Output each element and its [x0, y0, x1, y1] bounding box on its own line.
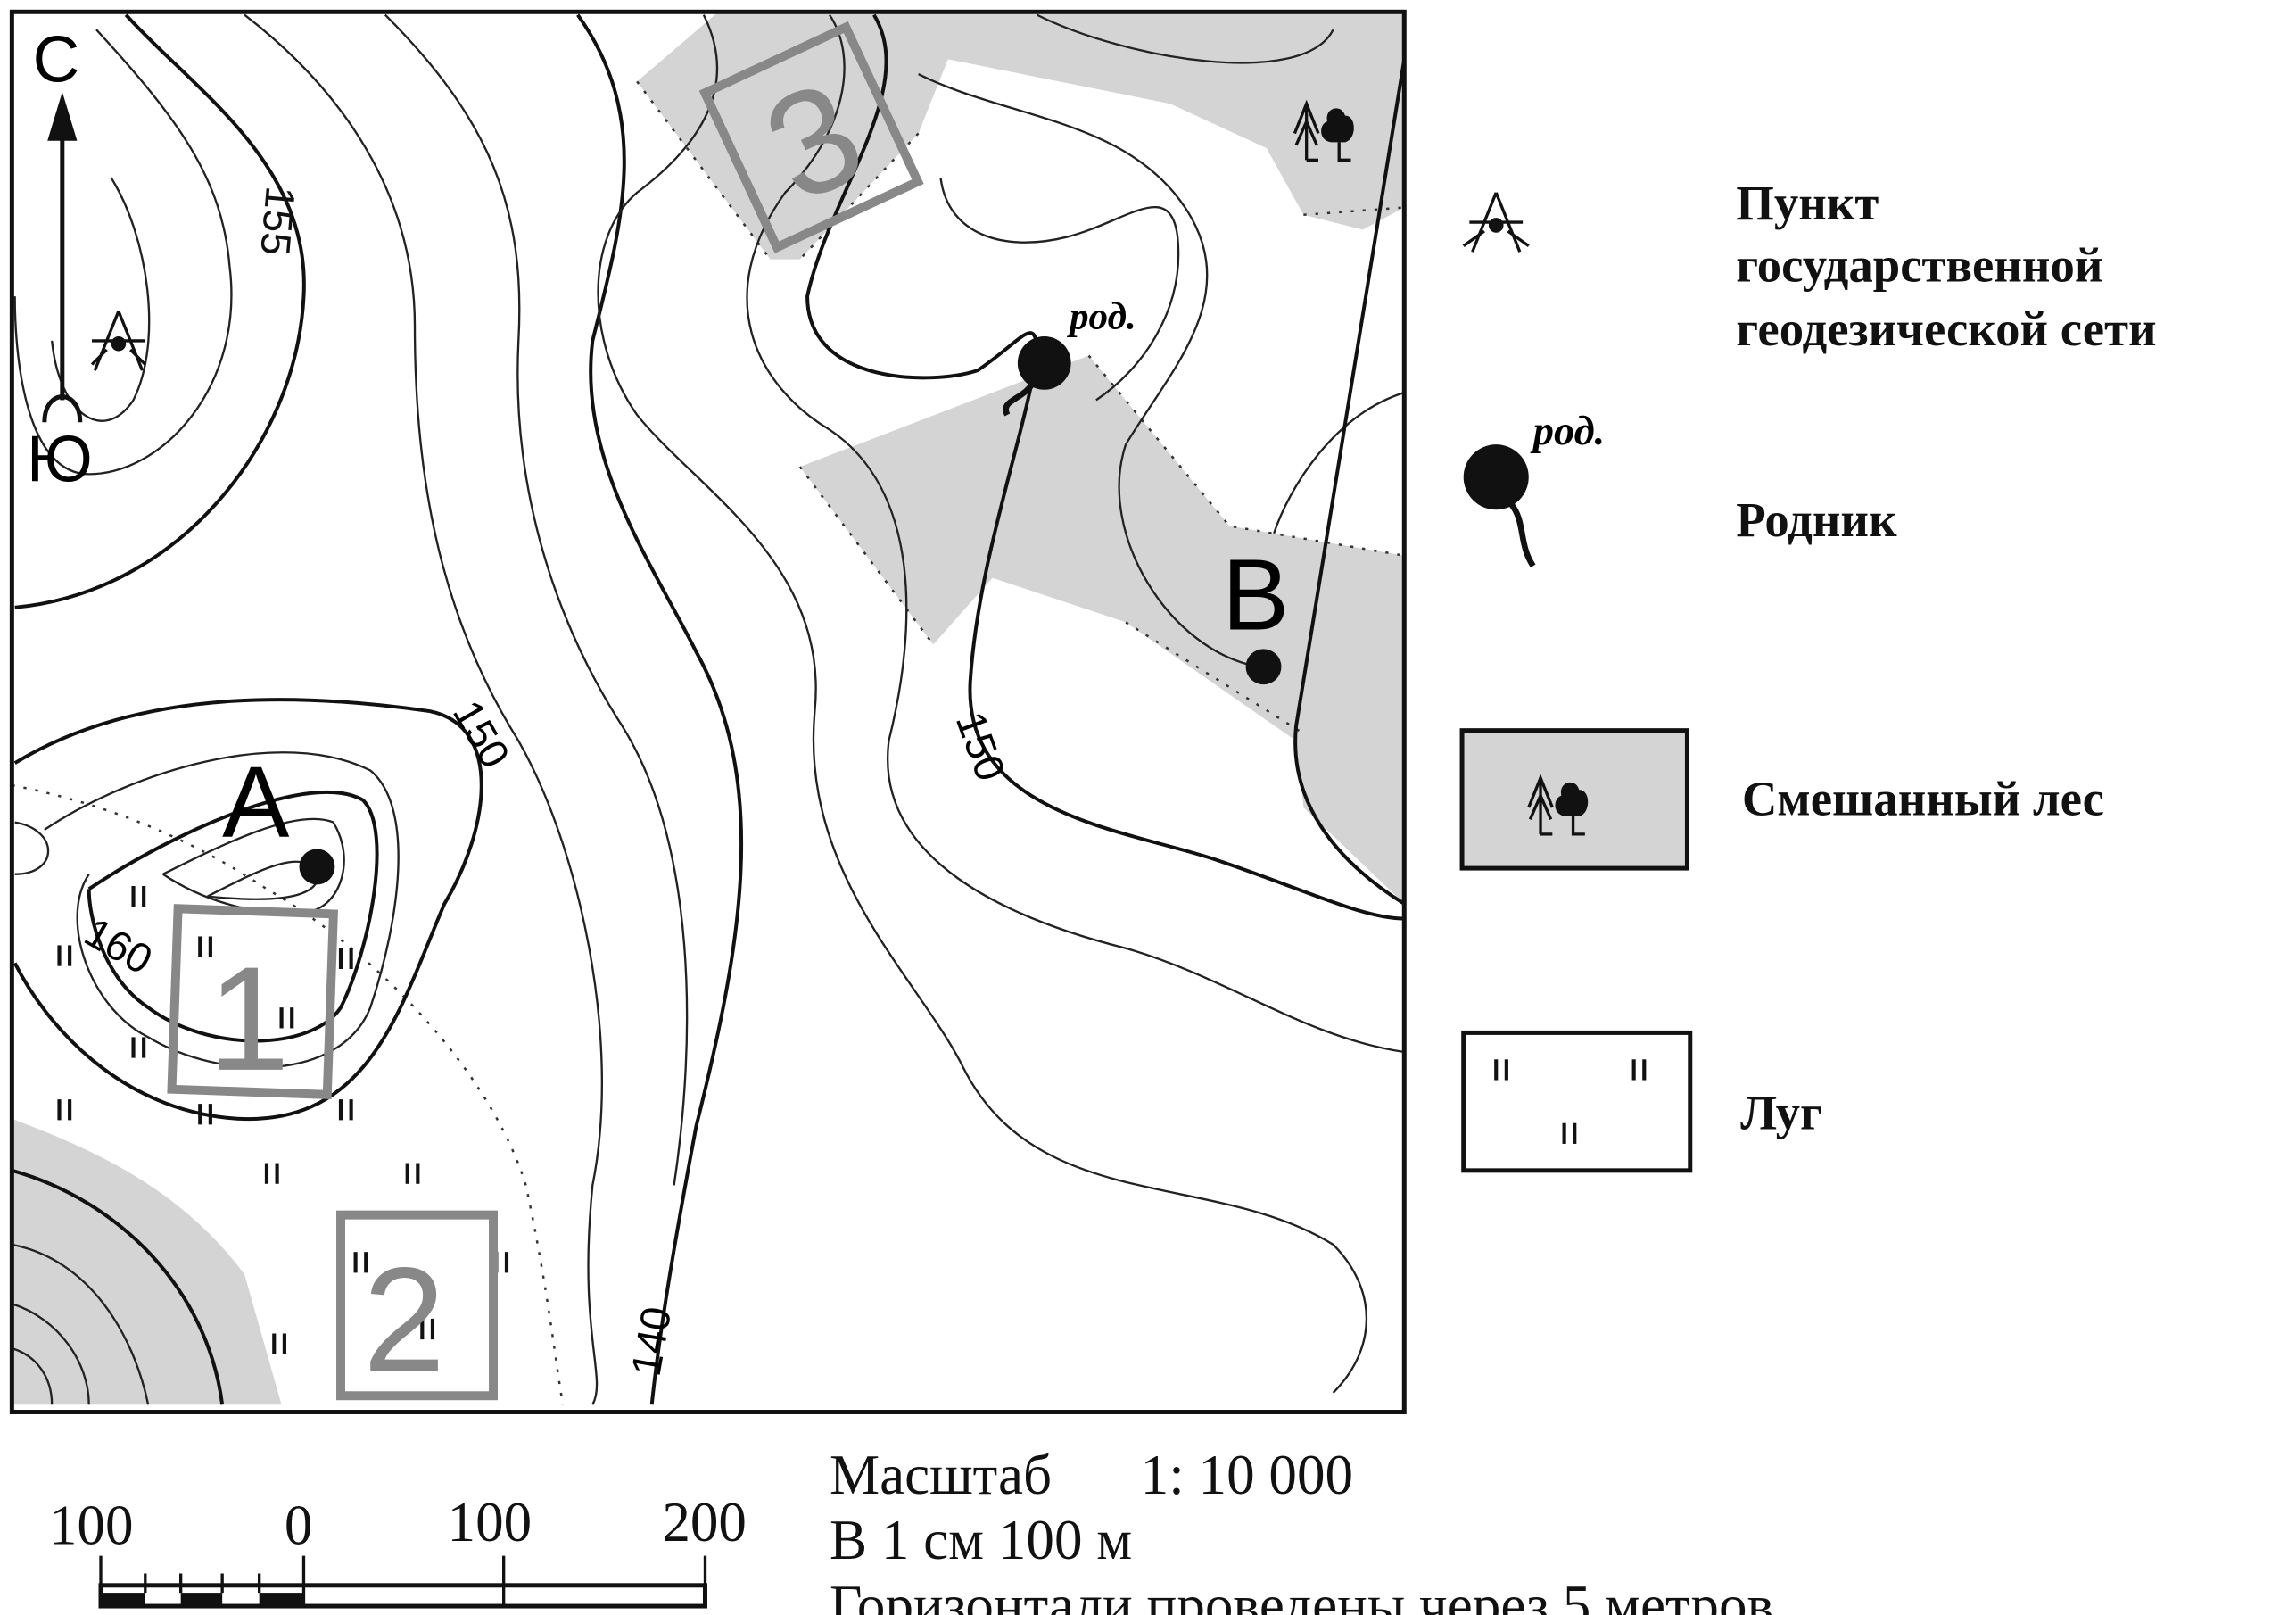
point-a-marker [299, 849, 335, 885]
scale-info: Масштаб 1: 10 000 В 1 см 100 м Горизонта… [830, 1444, 1773, 1615]
scale-per-cm: В 1 см 100 м [830, 1509, 1132, 1571]
geodetic-point-icon [90, 311, 146, 371]
legend-geodetic-line-3: геодезической сети [1736, 302, 2156, 356]
north-arrow: С Ю [27, 23, 93, 495]
spring-icon [1003, 335, 1071, 417]
contour-interval-note: Горизонтали проведены через 5 метров [830, 1574, 1773, 1615]
square-1: 1 [167, 904, 339, 1102]
map-frame [9, 9, 1407, 1414]
scale-ratio-value: 1: 10 000 [1141, 1444, 1353, 1506]
legend-spring-tag: род. [1530, 409, 1606, 454]
forest-area-ne [637, 12, 1405, 260]
spring-map-label: род. [1066, 296, 1136, 338]
legend-spring-icon [1463, 444, 1536, 568]
scale-label-100-left: 100 [49, 1494, 134, 1556]
legend-meadow-label: Луг [1740, 1085, 1822, 1139]
scale-bar: 100 0 100 200 [49, 1491, 747, 1609]
legend-spring-label: Родник [1736, 493, 1897, 547]
point-b-marker [1245, 649, 1282, 685]
north-label: С [33, 23, 80, 95]
scale-label-200: 200 [662, 1491, 747, 1553]
scale-label-0: 0 [285, 1494, 313, 1556]
forest-area-center [799, 355, 1405, 904]
legend-geodetic-line-2: государственной [1736, 238, 2102, 293]
legend-meadow-swatch [1461, 1030, 1693, 1173]
legend-geodetic-icon [1462, 192, 1530, 253]
scale-label-100: 100 [448, 1491, 533, 1553]
square-1-label: 1 [208, 937, 290, 1102]
legend-geodetic-line-1: Пункт [1736, 176, 1879, 230]
forest-area-sw [12, 1118, 282, 1405]
map-area: 155 150 160 150 140 С Ю [9, 9, 1407, 1414]
scale-ratio-label: Масштаб [830, 1444, 1052, 1506]
contour-label-155: 155 [252, 185, 304, 258]
legend: Пункт государственной геодезической сети… [1459, 176, 2157, 1173]
south-label: Ю [27, 424, 93, 496]
point-b-label: В [1222, 539, 1289, 651]
square-2: 2 [336, 1210, 499, 1403]
point-a-label: А [222, 746, 290, 858]
legend-forest-label: Смешанный лес [1742, 771, 2104, 825]
square-2-label: 2 [363, 1238, 445, 1403]
